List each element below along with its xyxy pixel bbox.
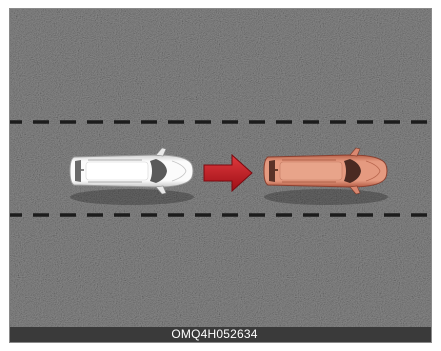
orange-suv-icon	[264, 148, 388, 205]
white-suv-icon	[70, 148, 194, 205]
illustration-frame: OMQ4H052634	[9, 8, 432, 343]
figure-code: OMQ4H052634	[171, 327, 257, 342]
caption-bar: OMQ4H052634	[10, 327, 431, 342]
road-scene	[10, 9, 432, 338]
